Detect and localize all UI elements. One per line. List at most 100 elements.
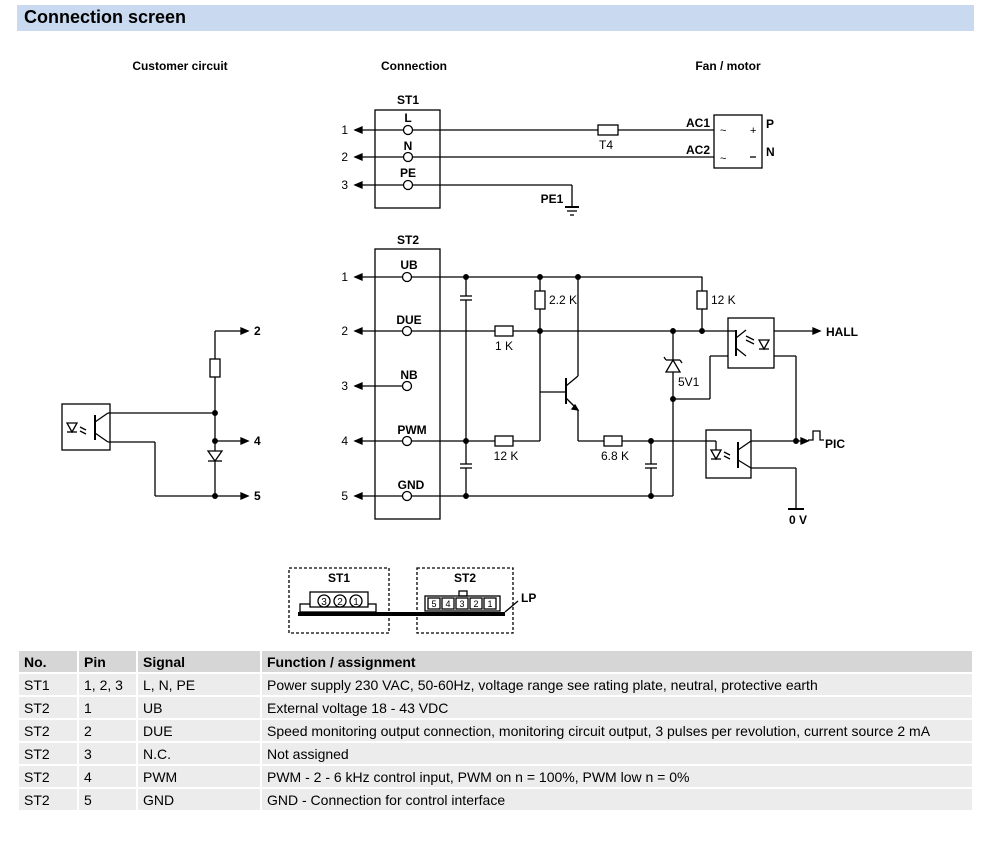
cell-pin: 5 <box>79 789 136 810</box>
cell-pin: 4 <box>79 766 136 787</box>
cell-pin: 1, 2, 3 <box>79 674 136 695</box>
resistor-6k8 <box>603 435 623 447</box>
st2-connector <box>374 248 441 520</box>
r-1k-label: 1 K <box>495 339 513 353</box>
table-row: ST2 1 UB External voltage 18 - 43 VDC <box>19 697 972 718</box>
layout-st2-pin-3: 3 <box>459 599 464 609</box>
resistor-1k <box>494 325 514 337</box>
heading-fan-motor: Fan / motor <box>695 59 761 73</box>
rect-tilde-1: ~ <box>720 125 726 137</box>
zener-label: 5V1 <box>678 375 700 389</box>
fuse-label: T4 <box>599 138 613 152</box>
st2-number-2: 2 <box>341 324 348 338</box>
st2-number-3: 3 <box>341 379 348 393</box>
pulse-icon <box>808 430 824 441</box>
st2-pin-ub: UB <box>400 258 418 272</box>
st1-label: ST1 <box>397 93 419 107</box>
cell-function: Not assigned <box>262 743 972 764</box>
customer-pin-2: 2 <box>254 324 261 338</box>
heading-connection: Connection <box>381 59 447 73</box>
optocoupler-pic <box>705 429 752 479</box>
cell-signal: N.C. <box>138 743 260 764</box>
layout-st1-pin-1: 1 <box>353 597 359 608</box>
p-label: P <box>766 117 774 131</box>
layout-st2-pin-2: 2 <box>473 599 478 609</box>
zener-diode <box>664 358 682 373</box>
hall-label: HALL <box>826 325 858 339</box>
layout-st1-pin-3: 3 <box>321 597 327 608</box>
st2-number-5: 5 <box>341 489 348 503</box>
cell-signal: L, N, PE <box>138 674 260 695</box>
layout-lp-label: LP <box>521 591 536 605</box>
cell-signal: GND <box>138 789 260 810</box>
customer-pin-4: 4 <box>254 434 261 448</box>
connection-diagram: Customer circuit Connection Fan / motor … <box>61 59 858 634</box>
table-row: ST2 5 GND GND - Connection for control i… <box>19 789 972 810</box>
cell-no: ST2 <box>19 720 77 741</box>
cell-no: ST2 <box>19 697 77 718</box>
st2-label: ST2 <box>397 233 419 247</box>
r-12k-pwm-label: 12 K <box>494 449 519 463</box>
table-row: ST2 3 N.C. Not assigned <box>19 743 972 764</box>
cell-signal: DUE <box>138 720 260 741</box>
page-title: Connection screen <box>24 7 187 27</box>
st1-number-1: 1 <box>341 123 348 137</box>
col-header-signal: Signal <box>138 651 260 672</box>
n-label: N <box>766 145 775 159</box>
cell-signal: UB <box>138 697 260 718</box>
pe1-label: PE1 <box>541 192 564 206</box>
page-header: Connection screen <box>17 5 974 31</box>
cell-signal: PWM <box>138 766 260 787</box>
cell-pin: 3 <box>79 743 136 764</box>
cell-no: ST1 <box>19 674 77 695</box>
rect-plus: + <box>750 125 756 137</box>
ac1-label: AC1 <box>686 116 710 130</box>
resistor-12k-pullup <box>696 290 708 310</box>
layout-st1-label: ST1 <box>328 571 350 585</box>
cell-function: GND - Connection for control interface <box>262 789 972 810</box>
st1-pin-l: L <box>404 111 411 125</box>
rectifier <box>713 114 763 169</box>
col-header-pin: Pin <box>79 651 136 672</box>
zero-v-label: 0 V <box>789 513 807 527</box>
st1-number-2: 2 <box>341 150 348 164</box>
rect-tilde-2: ~ <box>720 153 726 165</box>
table-row: ST2 4 PWM PWM - 2 - 6 kHz control input,… <box>19 766 972 787</box>
st2-pin-nb: NB <box>400 368 418 382</box>
fuse-t4 <box>597 124 619 136</box>
customer-resistor <box>209 358 221 378</box>
col-header-function: Function / assignment <box>262 651 972 672</box>
customer-optocoupler <box>61 403 111 451</box>
cell-pin: 1 <box>79 697 136 718</box>
st1-connector <box>374 109 441 209</box>
cell-no: ST2 <box>19 766 77 787</box>
st2-number-1: 1 <box>341 270 348 284</box>
table-row: ST1 1, 2, 3 L, N, PE Power supply 230 VA… <box>19 674 972 695</box>
cell-function: Speed monitoring output connection, moni… <box>262 720 972 741</box>
cell-function: PWM - 2 - 6 kHz control input, PWM on n … <box>262 766 972 787</box>
pin-assignment-table: No. Pin Signal Function / assignment ST1… <box>17 649 974 812</box>
table-row: ST2 2 DUE Speed monitoring output connec… <box>19 720 972 741</box>
st1-pin-n: N <box>404 139 413 153</box>
pic-label: PIC <box>825 437 845 451</box>
st1-number-3: 3 <box>341 178 348 192</box>
cell-no: ST2 <box>19 743 77 764</box>
customer-pin-5: 5 <box>254 489 261 503</box>
r-2k2-label: 2.2 K <box>549 293 577 307</box>
resistor-2k2 <box>534 290 546 310</box>
layout-st2-pin-4: 4 <box>445 599 450 609</box>
cell-function: External voltage 18 - 43 VDC <box>262 697 972 718</box>
ac2-label: AC2 <box>686 143 710 157</box>
cell-no: ST2 <box>19 789 77 810</box>
cell-pin: 2 <box>79 720 136 741</box>
resistor-12k-pwm <box>494 435 514 447</box>
r-12k-top-label: 12 K <box>711 293 736 307</box>
layout-st2-pin-1: 1 <box>487 599 492 609</box>
layout-st2-pin-5: 5 <box>431 599 436 609</box>
layout-st1-pin-2: 2 <box>337 597 343 608</box>
layout-st2-label: ST2 <box>454 571 476 585</box>
st2-pin-pwm: PWM <box>397 423 426 437</box>
table-header-row: No. Pin Signal Function / assignment <box>19 651 972 672</box>
layout-box-st2 <box>416 567 514 634</box>
st2-pin-gnd: GND <box>398 478 425 492</box>
